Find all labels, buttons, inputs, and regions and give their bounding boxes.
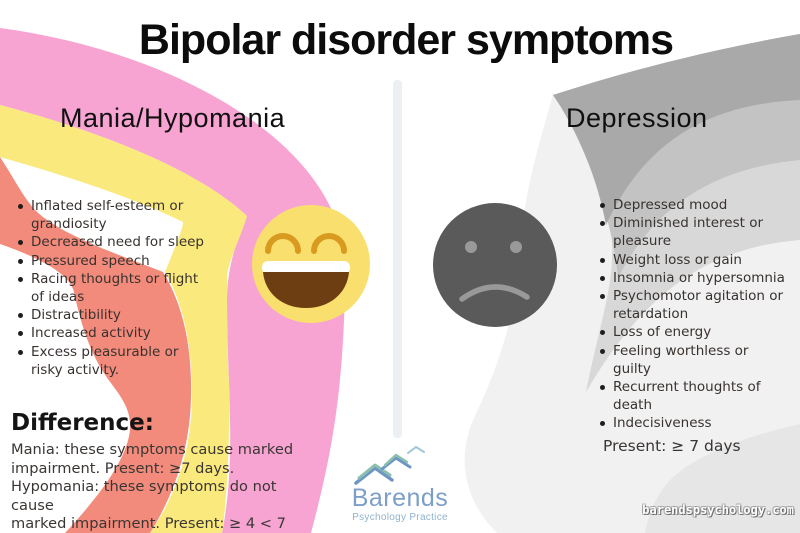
symptom-text: Psychomotor agitation or retardation: [613, 288, 784, 323]
bullet-icon: [600, 257, 605, 263]
bullet-icon: [600, 275, 605, 281]
list-item: Inflated self-esteem or grandiosity: [16, 197, 212, 233]
symptom-text: Depressed mood: [613, 197, 728, 213]
symptom-text: Increased activity: [31, 325, 151, 342]
symptom-text: Racing thoughts or flight of ideas: [31, 270, 199, 306]
symptom-text: Recurrent thoughts of death: [613, 379, 761, 414]
difference-section: Difference: Mania: these symptoms cause …: [11, 410, 311, 533]
bullet-icon: [600, 330, 605, 336]
sad-face-emoji-icon: [433, 203, 557, 327]
symptom-text: Loss of energy: [613, 324, 712, 341]
bullet-icon: [600, 221, 605, 227]
symptom-text: Weight loss or gain: [613, 251, 742, 268]
bullet-icon: [600, 421, 605, 427]
difference-line: Mania: these symptoms cause marked: [11, 441, 294, 458]
symptom-text: Diminished interest or pleasure: [613, 215, 764, 250]
bullet-icon: [600, 203, 605, 208]
bullet-icon: [18, 331, 23, 337]
depression-duration-note: Present: ≥ 7 days: [603, 437, 741, 455]
list-item: Loss of energy: [598, 323, 790, 341]
logo-name: Barends: [351, 484, 449, 512]
list-item: Weight loss or gain: [598, 251, 790, 269]
bullet-icon: [18, 258, 23, 264]
page-title: Bipolar disorder symptoms: [138, 16, 674, 64]
difference-line: Hypomania: these symptoms do not cause: [11, 478, 277, 514]
seagulls-logo-icon: [354, 446, 425, 485]
symptom-text: Inflated self-esteem or grandiosity: [31, 198, 184, 233]
depression-heading: Depression: [566, 103, 708, 133]
list-item: Recurrent thoughts of death: [598, 378, 790, 414]
list-item: Racing thoughts or flight of ideas: [16, 270, 212, 306]
symptom-text: Insomnia or hypersomnia: [613, 269, 785, 286]
difference-line: impairment. Present: ≥7 days.: [11, 459, 235, 477]
list-item: Increased activity: [16, 324, 212, 342]
mania-arcs: [0, 28, 345, 533]
list-item: Distractibility: [16, 306, 212, 324]
bullet-icon: [18, 313, 23, 319]
bullet-icon: [600, 348, 605, 354]
list-item: Decreased need for sleep: [16, 233, 212, 251]
symptom-text: Excess pleasurable or risky activity.: [31, 343, 179, 378]
list-item: Depressed mood: [598, 196, 790, 214]
bullet-icon: [18, 204, 23, 209]
list-item: Pressured speech: [16, 252, 212, 270]
list-item: Indecisiveness: [598, 414, 790, 432]
mania-symptom-list: Inflated self-esteem or grandiosity Decr…: [16, 197, 212, 379]
list-item: Feeling worthless or guilty: [598, 342, 790, 378]
depression-arcs: [464, 34, 800, 533]
bullet-icon: [18, 240, 23, 246]
bullet-icon: [600, 294, 605, 300]
bullet-icon: [18, 276, 23, 282]
website-url: barendspsychology.com: [642, 503, 794, 517]
symptom-text: Indecisiveness: [613, 415, 712, 432]
list-item: Excess pleasurable or risky activity.: [16, 343, 212, 379]
divider-line: [393, 80, 402, 438]
list-item: Diminished interest or pleasure: [598, 214, 790, 250]
bullet-icon: [600, 385, 605, 391]
bullet-icon: [18, 349, 23, 355]
depression-symptom-list: Depressed mood Diminished interest or pl…: [598, 196, 790, 433]
list-item: Insomnia or hypersomnia: [598, 269, 790, 287]
symptom-text: Distractibility: [31, 307, 121, 324]
list-item: Psychomotor agitation or retardation: [598, 287, 790, 323]
symptom-text: Pressured speech: [31, 252, 150, 269]
difference-line: marked impairment. Present: ≥ 4 < 7 days…: [11, 515, 286, 533]
difference-heading: Difference:: [11, 410, 154, 436]
logo-subtitle: Psychology Practice: [352, 512, 448, 523]
symptom-text: Feeling worthless or guilty: [613, 342, 749, 377]
mania-heading: Mania/Hypomania: [60, 103, 286, 133]
grinning-face-emoji-icon: [252, 205, 370, 323]
symptom-text: Decreased need for sleep: [31, 234, 205, 251]
